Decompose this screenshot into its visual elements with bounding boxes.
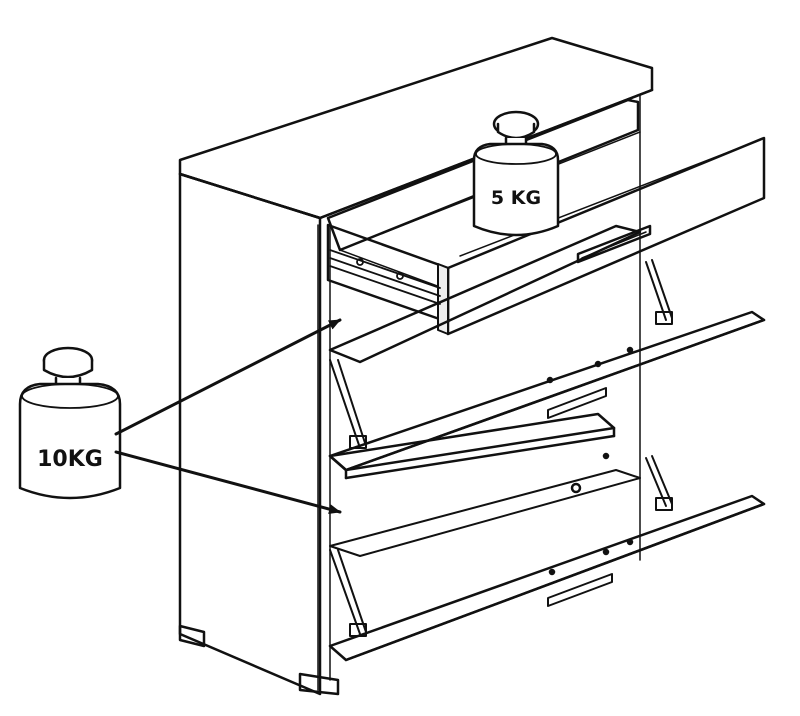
cabinet-foot-left [178, 624, 206, 648]
hinge-icon [329, 259, 673, 449]
weight-icon [18, 346, 122, 500]
weight-label-5kg: 5 KG [491, 187, 541, 209]
weight-label-10kg: 10KG [37, 447, 103, 472]
cabinet-top-panel [178, 36, 654, 220]
hinge-icon [329, 455, 673, 637]
drawer-back-panel [326, 98, 640, 252]
weight-icon [472, 110, 560, 237]
arrow-to-upper-compartment [114, 318, 342, 436]
arrow-to-lower-compartment [114, 450, 342, 514]
lower-flap-door [328, 494, 766, 662]
upper-inner-shelf [328, 224, 642, 364]
drawer-runner-rails [329, 249, 441, 305]
upper-flap-compartment [328, 224, 766, 472]
cabinet-left-side-panel [178, 172, 322, 696]
cabinet-foot-front [298, 672, 340, 696]
upper-flap-handle-slot [547, 387, 607, 419]
lower-flap-handle-slot [547, 573, 613, 607]
lower-flap-compartment [328, 412, 766, 662]
arrow-icon [114, 318, 342, 514]
